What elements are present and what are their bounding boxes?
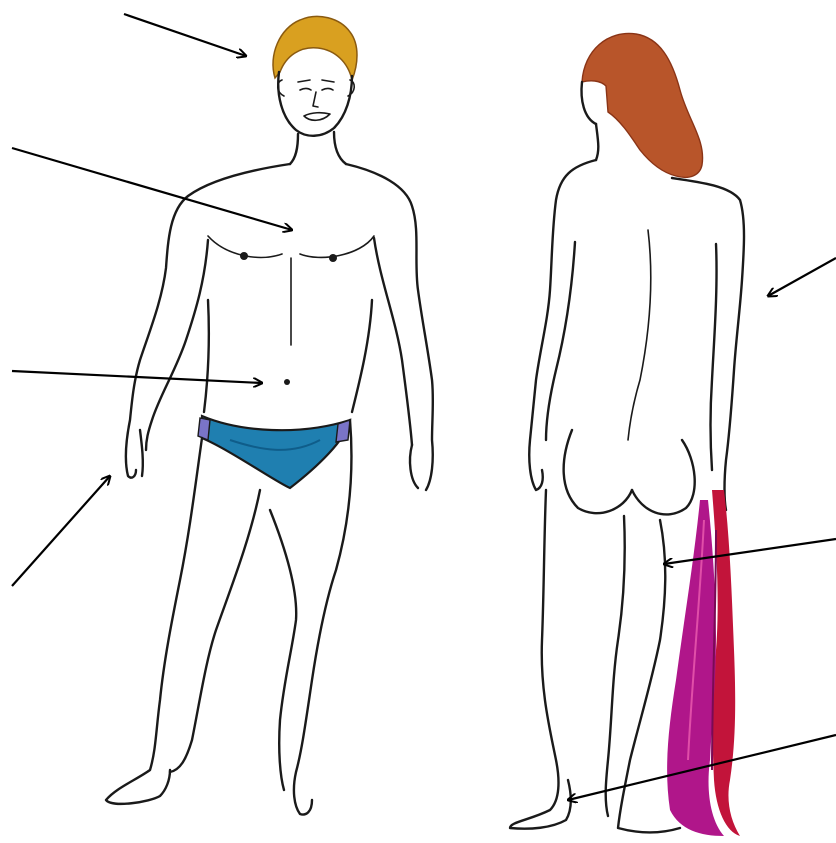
diagram-canvas	[0, 0, 836, 843]
anatomy-diagram	[0, 0, 836, 843]
